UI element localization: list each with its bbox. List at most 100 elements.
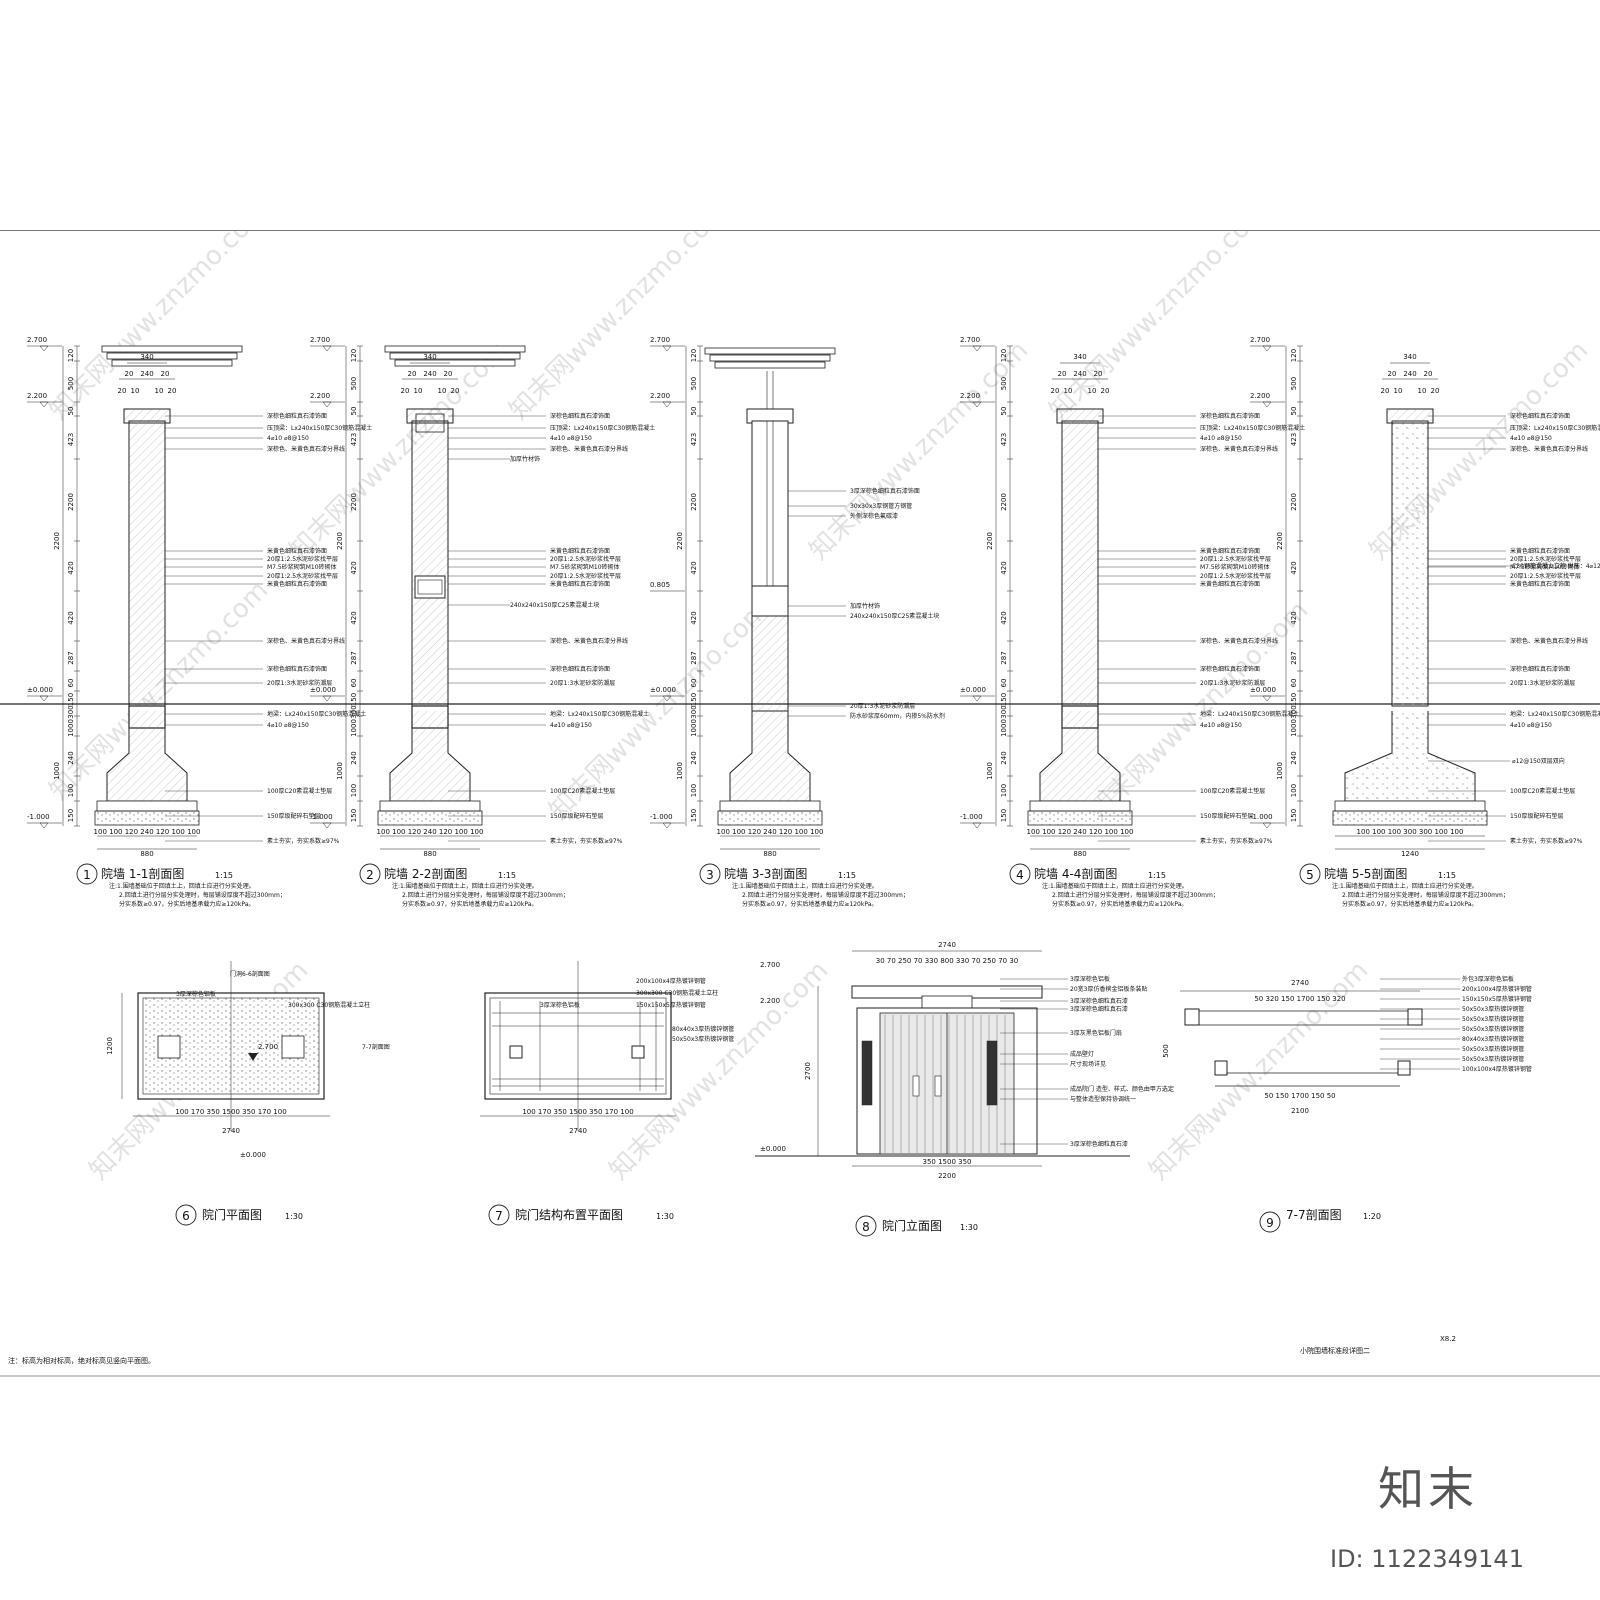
dimension-value: 120 bbox=[1000, 349, 1008, 362]
callout-label: 米黄色细粒真石漆饰面 bbox=[267, 547, 327, 555]
level-triangle bbox=[972, 822, 982, 829]
callout-label: 地梁：Lx240x150厚C30钢筋混凝土 bbox=[1200, 710, 1299, 718]
watermark-text: 知末网www.znzmo.com bbox=[504, 231, 735, 426]
dimension-value: 150 bbox=[1000, 693, 1008, 706]
dimension-value: 150 bbox=[67, 809, 75, 822]
dimension-value: 420 bbox=[67, 611, 75, 624]
level-mark: 2.700 bbox=[960, 336, 980, 344]
dimension-value: 420 bbox=[1000, 561, 1008, 574]
callout-label: 3厚深棕色铝板 bbox=[540, 1001, 580, 1009]
dimension-value: 100 bbox=[67, 784, 75, 797]
dimension-total: 1240 bbox=[1401, 850, 1419, 858]
sheet-title: 小院围墙标准段详图二 bbox=[1300, 1346, 1370, 1355]
callout-label: 50x50x3厚热镀锌钢管 bbox=[1462, 1015, 1524, 1023]
callout-label: 4⌀10 ⌀8@150 bbox=[1510, 722, 1552, 729]
callout-label: 深棕色细粒真石漆饰面 bbox=[1200, 665, 1260, 673]
callout-label: 50x50x3厚热镀锌钢管 bbox=[1462, 1005, 1524, 1013]
dimension-value: 100 100 120 240 120 100 100 bbox=[377, 828, 484, 836]
callout-label: 20厚1:2.5水泥砂浆找平层 bbox=[267, 572, 338, 580]
dimension-total: 2200 bbox=[938, 1172, 956, 1180]
callout-label: 100厚C20素混凝土垫层 bbox=[550, 787, 615, 795]
wall-body bbox=[1061, 420, 1099, 707]
level-triangle bbox=[662, 345, 672, 352]
callout-label: M7.5砂浆砌筑M10砖砌体 bbox=[550, 563, 620, 571]
callout-label: 20厚1:2.5水泥砂浆找平层 bbox=[1510, 555, 1581, 563]
callout-label: 4⌀10 ⌀8@150 bbox=[1510, 435, 1552, 442]
callout-label: 压顶梁：Lx240x150厚C30钢筋混凝土 bbox=[1510, 424, 1600, 432]
level-mark: ±0.000 bbox=[240, 1151, 266, 1159]
dimension-value: 340 bbox=[1073, 353, 1086, 361]
section-scale: 1:15 bbox=[1438, 871, 1456, 880]
dimension-value: 20 bbox=[125, 370, 134, 378]
callout-label: 20厚1:3水泥砂浆防潮层 bbox=[267, 679, 332, 687]
callout-label: 深棕色、米黄色真石漆分界线 bbox=[1200, 445, 1278, 453]
section-note: 注:1.围墙基础位于回填土上，回填土应进行分实处理。 bbox=[392, 882, 538, 890]
callout-label: 4⌀10 ⌀8@150 bbox=[550, 435, 592, 442]
callout-label: 3厚深棕色细粒真石漆 bbox=[1070, 1005, 1128, 1013]
callout-label: 深棕色细粒真石漆饰面 bbox=[1510, 665, 1570, 673]
callout-label: 150厚级配碎石垫层 bbox=[550, 812, 603, 820]
concrete-pad bbox=[379, 800, 481, 812]
dimension-value: 20 bbox=[1424, 370, 1433, 378]
level-triangle bbox=[972, 401, 982, 408]
callout-label: 地梁：Lx240x150厚C30钢筋混凝土 bbox=[550, 710, 649, 718]
callout-label: 200x100x4厚热镀锌钢管 bbox=[636, 977, 706, 985]
wall-lamp-left bbox=[861, 1040, 873, 1106]
column-left bbox=[157, 1035, 181, 1059]
callout-label: 4⌀10 ⌀8@150 bbox=[1200, 435, 1242, 442]
callout-label: 压顶梁：Lx240x150厚C30钢筋混凝土 bbox=[550, 424, 655, 432]
level-mark: 2.700 bbox=[310, 336, 330, 344]
steel-box-right-low bbox=[1397, 1060, 1411, 1076]
dimension-value: 150 bbox=[1000, 809, 1008, 822]
callout-label: 米黄色细粒真石漆饰面 bbox=[550, 580, 610, 588]
brand-logo: 知末 bbox=[1378, 1462, 1478, 1516]
dimension-value: 20 bbox=[118, 387, 127, 395]
callout-label: M7.5砂浆砌筑M10砖砌体 bbox=[1510, 563, 1580, 571]
detail-number-circle bbox=[488, 1204, 510, 1226]
detail-number-circle bbox=[1299, 863, 1321, 885]
dimension-value: 1000 bbox=[350, 719, 358, 737]
level-mark: 2.200 bbox=[760, 997, 780, 1005]
dimension-value: 30 70 250 70 330 800 330 70 250 70 30 bbox=[876, 957, 1019, 965]
steel-box-right bbox=[1407, 1008, 1423, 1026]
level-mark: 2.200 bbox=[1250, 392, 1270, 400]
callout-label: 4⌀10 ⌀8@150 bbox=[1200, 722, 1242, 729]
section-note: 注:1.围墙基础位于回填土上，回填土应进行分实处理。 bbox=[732, 882, 878, 890]
dimension-value: 340 bbox=[1403, 353, 1416, 361]
embedded-block-inner bbox=[417, 579, 443, 595]
dimension-total: 1200 bbox=[106, 1037, 114, 1055]
level-mark: 2.200 bbox=[960, 392, 980, 400]
section-scale: 1:15 bbox=[498, 871, 516, 880]
dimension-value: 120 bbox=[350, 349, 358, 362]
level-mark: 2.700 bbox=[760, 961, 780, 969]
dimension-total: 2200 bbox=[676, 532, 684, 550]
callout-label: 深棕色、米黄色真石漆分界线 bbox=[550, 637, 628, 645]
dimension-total: 1000 bbox=[676, 762, 684, 780]
section-4: 2.7002.200±0.000-1.000120500504232200420… bbox=[960, 336, 1305, 908]
elevation-title: 院门立面图 bbox=[882, 1218, 942, 1233]
dimension-value: 1000 bbox=[1290, 719, 1298, 737]
section-note: 注:1.围墙基础位于回填土上，回填土应进行分实处理。 bbox=[1042, 882, 1188, 890]
callout-label: 3厚灰黑色铝板门扇 bbox=[1070, 1029, 1122, 1037]
callout-label: 压顶梁：Lx240x150厚C30钢筋混凝土 bbox=[267, 424, 372, 432]
dimension-value: 100 100 120 240 120 100 100 bbox=[1027, 828, 1134, 836]
callout-label: 地梁：Lx240x150厚C30钢筋混凝土 bbox=[267, 710, 366, 718]
dimension-value: 20 bbox=[1051, 387, 1060, 395]
wall-lamp-right bbox=[986, 1040, 998, 1106]
coping-plate bbox=[106, 352, 238, 360]
dimension-value: 300 bbox=[1290, 705, 1298, 718]
dimension-total: 2700 bbox=[804, 1062, 812, 1080]
dimension-value: 240 bbox=[1403, 370, 1416, 378]
callout-label: 20厚1:3水泥砂浆防潮层 bbox=[1510, 679, 1575, 687]
level-mark: 0.805 bbox=[650, 581, 670, 589]
gravel-bed bbox=[1332, 810, 1488, 826]
dimension-total: 2740 bbox=[1291, 979, 1309, 987]
footing bbox=[1344, 711, 1476, 802]
dimension-value: 60 bbox=[350, 679, 358, 688]
cap-rebar bbox=[415, 413, 445, 433]
sheet-number: X8.2 bbox=[1440, 1335, 1456, 1343]
dimension-total: 2740 bbox=[569, 1127, 587, 1135]
watermark-text: 知末网www.znzmo.com bbox=[804, 335, 1035, 566]
